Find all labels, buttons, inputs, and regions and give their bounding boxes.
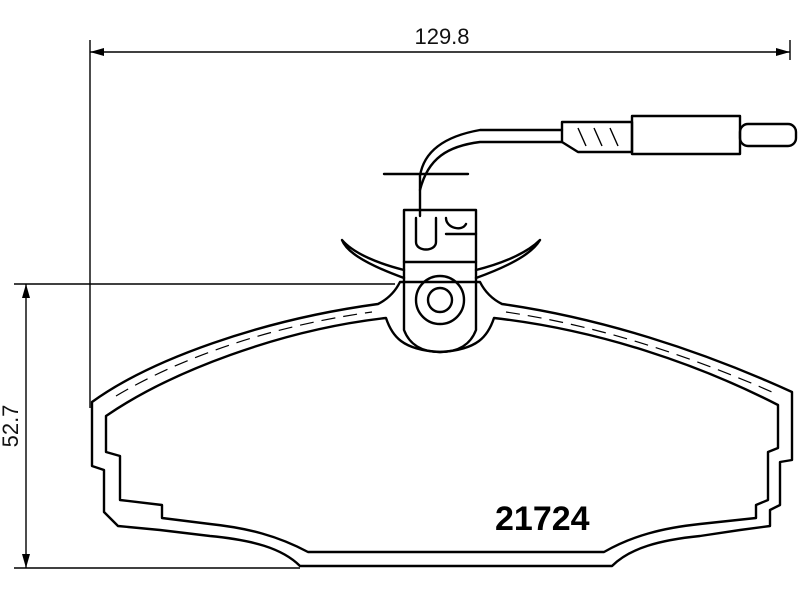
mounting-clip: [402, 208, 478, 354]
friction-material-outline: [104, 316, 780, 554]
height-arrow-top: [22, 284, 30, 298]
height-dimension-label: 52.7: [0, 405, 23, 448]
sensor-connector-tip: [738, 122, 798, 148]
spring-arm-right: [474, 238, 542, 280]
part-number-label: 21724: [495, 500, 590, 538]
width-dimension: 129.8: [89, 24, 791, 408]
pin-hole-inner: [426, 286, 454, 314]
spring-arm-left: [340, 238, 406, 280]
left-wear-line: [115, 311, 373, 397]
width-dimension-label: 129.8: [414, 24, 469, 49]
backing-plate-outline: [90, 280, 794, 568]
sensor-connector-plug: [630, 114, 742, 156]
wear-sensor: [382, 114, 798, 218]
pin-hole-outer: [414, 274, 466, 326]
width-arrow-left: [90, 48, 104, 56]
sensor-connector-body: [560, 120, 634, 154]
height-dimension: 52.7: [0, 283, 395, 569]
height-arrow-bottom: [22, 554, 30, 568]
right-wear-line: [505, 311, 773, 393]
width-arrow-right: [776, 48, 790, 56]
